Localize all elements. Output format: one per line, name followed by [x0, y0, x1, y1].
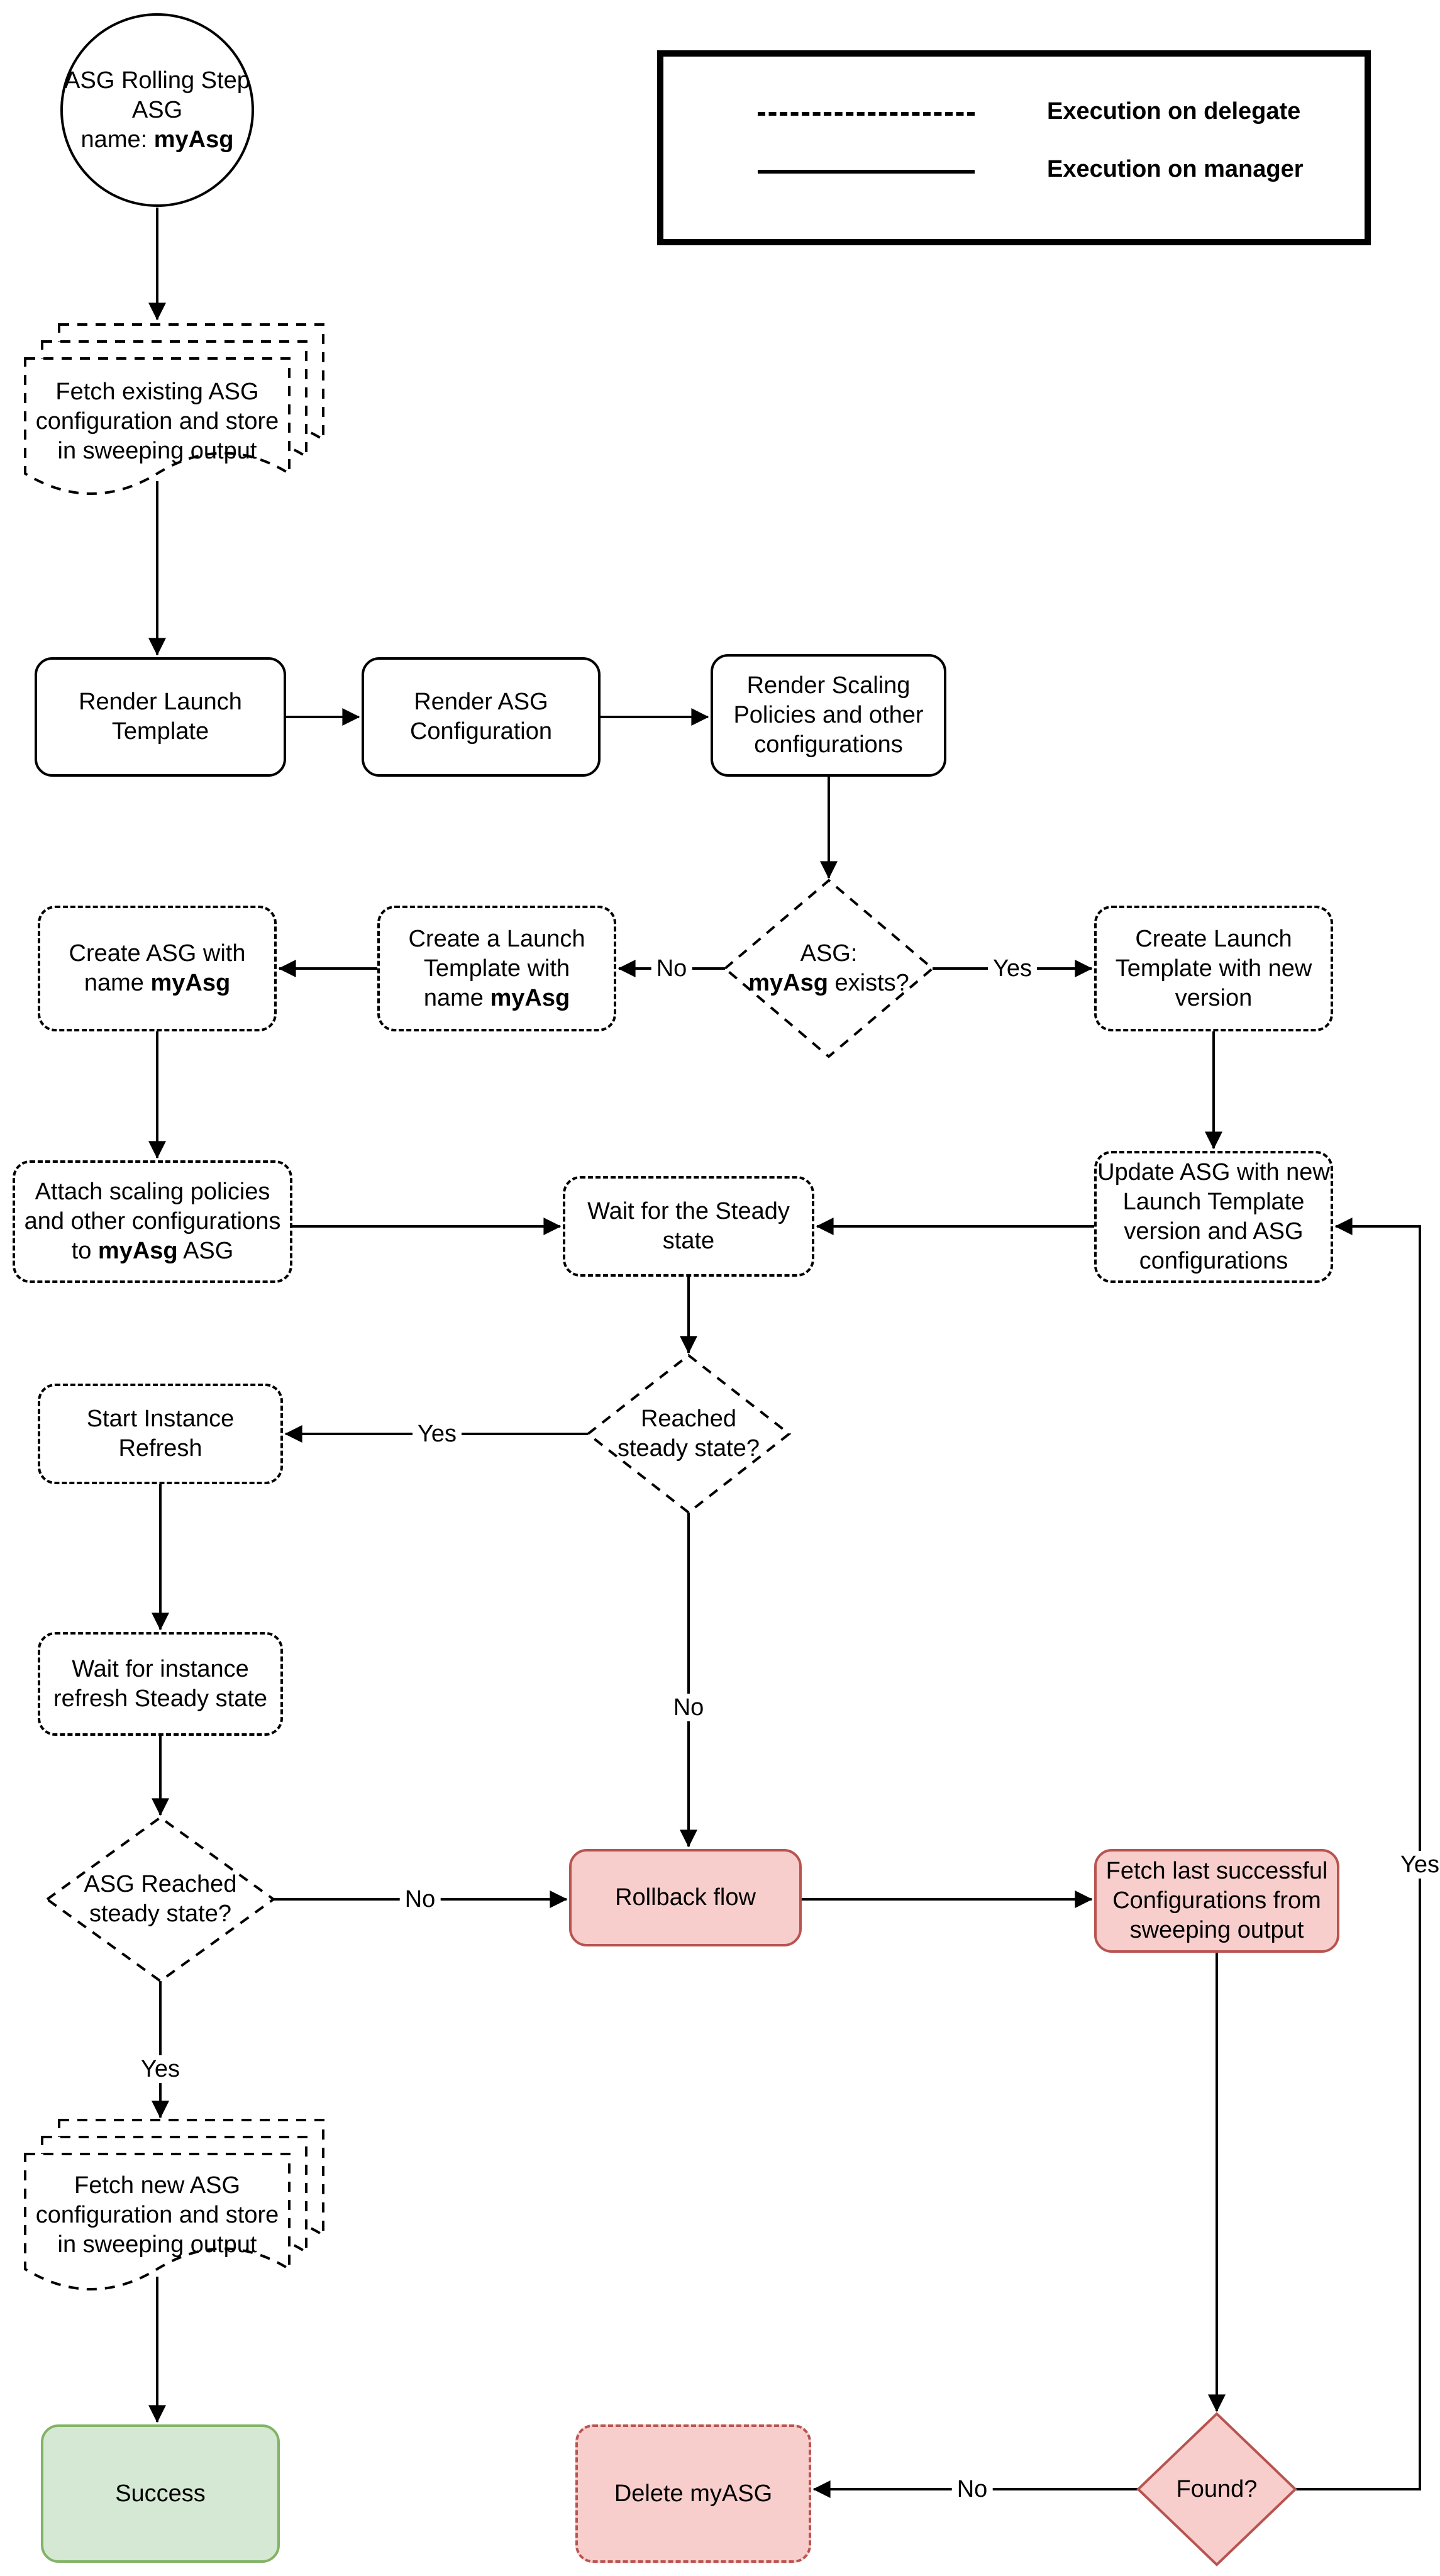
label-line: Fetch last successful: [1105, 1858, 1328, 1884]
label-line: Create a Launch: [408, 925, 585, 952]
edge-label-asg-exists-no: No: [651, 955, 692, 982]
reached-steady-diamond: [585, 1353, 792, 1514]
node-attach-scaling: Attach scaling policies and other config…: [13, 1160, 292, 1283]
label-line: Template: [111, 718, 209, 745]
node-update-asg: Update ASG with new Launch Template vers…: [1094, 1151, 1333, 1283]
node-wait-instance-refresh: Wait for instance refresh Steady state: [38, 1632, 283, 1736]
node-fetch-last-successful: Fetch last successful Configurations fro…: [1094, 1849, 1339, 1953]
label-line: sweeping output: [1129, 1917, 1304, 1943]
asg-exists-diamond: [723, 879, 935, 1058]
node-create-launch-template-myasg: Create a Launch Template with name myAsg: [377, 906, 616, 1031]
label-line: name myAsg: [423, 984, 570, 1011]
node-create-launch-template-new: Create Launch Template with new version: [1094, 906, 1333, 1031]
label-line: Configuration: [409, 718, 553, 745]
label-line: Launch Template: [1122, 1189, 1305, 1215]
node-render-scaling-policies: Render Scaling Policies and other config…: [711, 654, 946, 777]
edge-label-asg-reached-no: No: [399, 1885, 441, 1913]
label-line: Render ASG: [414, 689, 548, 715]
label-line: Create ASG with: [69, 940, 246, 967]
label-line: Attach scaling policies: [35, 1179, 270, 1205]
node-create-asg: Create ASG with name myAsg: [38, 906, 277, 1031]
document-front: [24, 2153, 291, 2290]
node-render-asg-configuration: Render ASG Configuration: [362, 657, 601, 777]
fetch-existing-multidoc: [24, 323, 324, 495]
label-line: Render Launch: [79, 689, 242, 715]
label-line: state: [662, 1228, 715, 1254]
label-line: Render Scaling: [746, 672, 911, 699]
label-line: Refresh: [118, 1435, 202, 1462]
node-delete-myasg: Delete myASG: [575, 2424, 811, 2563]
node-wait-steady: Wait for the Steady state: [563, 1176, 814, 1277]
label-line: and other configurations: [24, 1208, 281, 1235]
label-line: configurations: [754, 731, 903, 758]
label-line: Start Instance: [86, 1406, 235, 1432]
label-line: Configurations from: [1112, 1887, 1321, 1914]
legend-dashed-line-sample: [758, 112, 975, 116]
edge-label-reached-no: No: [668, 1694, 709, 1721]
legend-delegate-label: Execution on delegate: [1047, 98, 1301, 125]
asg-reached-steady-diamond: [45, 1816, 276, 1983]
label-line: Rollback flow: [615, 1884, 756, 1911]
label-line: Policies and other: [733, 702, 924, 728]
label-line: version and ASG: [1124, 1218, 1304, 1245]
legend-manager-label: Execution on manager: [1047, 156, 1304, 182]
label-line: name myAsg: [84, 970, 231, 996]
edge-label-found-yes: Yes: [1395, 1851, 1440, 1879]
node-render-launch-template: Render Launch Template: [35, 657, 286, 777]
edge-label-found-no: No: [951, 2475, 993, 2503]
node-rollback-flow: Rollback flow: [569, 1849, 802, 1946]
label-line: Wait for instance: [72, 1655, 249, 1682]
label-line: Update ASG with new: [1097, 1159, 1330, 1185]
label-line: Delete myASG: [614, 2480, 773, 2507]
label-line: configurations: [1139, 1248, 1288, 1274]
edge-label-asg-reached-yes: Yes: [136, 2055, 185, 2083]
legend-solid-line-sample: [758, 170, 975, 174]
label-line: Success: [115, 2480, 206, 2507]
found-diamond: [1136, 2412, 1297, 2567]
legend-box: Execution on delegate Execution on manag…: [657, 50, 1371, 245]
start-circle: [60, 13, 254, 207]
label-line: Wait for the Steady: [587, 1198, 790, 1224]
document-front: [24, 357, 291, 495]
edge-label-asg-exists-yes: Yes: [988, 955, 1037, 982]
label-line: version: [1175, 984, 1253, 1011]
label-line: Create Launch: [1135, 925, 1292, 952]
edge-label-reached-yes: Yes: [413, 1420, 462, 1448]
node-success: Success: [41, 2424, 280, 2563]
label-line: Template with new: [1115, 955, 1312, 982]
label-line: refresh Steady state: [53, 1685, 268, 1712]
node-start-instance-refresh: Start Instance Refresh: [38, 1384, 283, 1484]
fetch-new-multidoc: [24, 2119, 324, 2290]
label-line: to myAsg ASG: [71, 1238, 234, 1264]
label-line: Template with: [423, 955, 570, 982]
